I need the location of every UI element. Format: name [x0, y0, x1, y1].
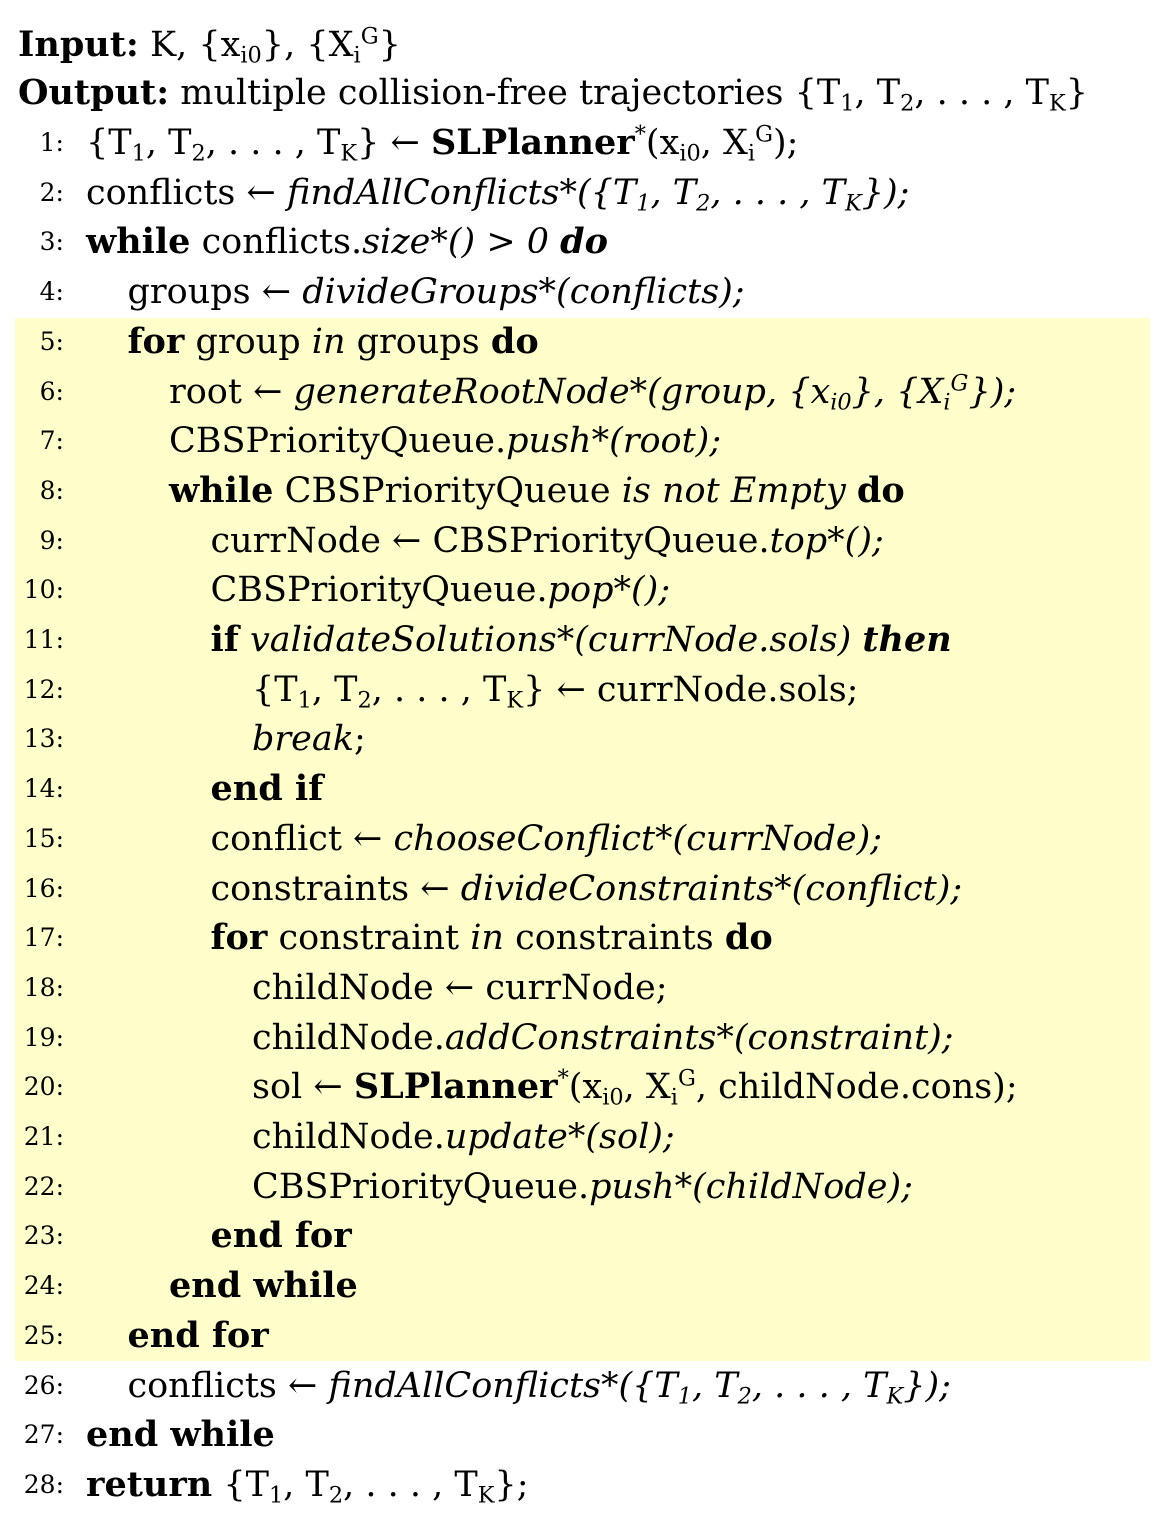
line-code: conflict ← chooseConflict*(currNode);	[210, 818, 883, 859]
algorithm-line: 7: CBSPriorityQueue.push*(root);	[0, 416, 1171, 466]
algorithm-line: 5: for group in groups do	[0, 317, 1171, 367]
line-number: 8:	[39, 475, 64, 505]
line-code: {T1, T2, . . . , TK} ← SLPlanner*(xi0, X…	[86, 121, 799, 167]
input-header: Input: K, {xi0}, {XiG}	[18, 20, 401, 70]
line-code: childNode.addConstraints*(constraint);	[252, 1017, 954, 1058]
line-code: end for	[210, 1215, 352, 1257]
line-code: end for	[127, 1314, 269, 1356]
line-number: 18:	[23, 972, 64, 1002]
line-code: CBSPriorityQueue.pop*();	[210, 570, 671, 611]
line-number: 16:	[23, 873, 64, 903]
algorithm-line: 22: CBSPriorityQueue.push*(childNode);	[0, 1162, 1171, 1212]
line-number: 28:	[23, 1469, 64, 1499]
line-number: 2:	[39, 177, 64, 207]
line-code: while CBSPriorityQueue is not Empty do	[169, 469, 905, 511]
line-code: for group in groups do	[127, 320, 539, 362]
line-number: 11:	[23, 625, 64, 654]
algorithm-line: 26: conflicts ← findAllConflicts*({T1, T2…	[0, 1361, 1171, 1411]
line-number: 23:	[23, 1221, 64, 1251]
line-code: break;	[252, 719, 366, 760]
line-code: childNode.update*(sol);	[252, 1117, 675, 1157]
algorithm-line: 25: end for	[0, 1311, 1171, 1361]
algorithm-line: 23: end for	[0, 1211, 1171, 1261]
line-number: 6:	[39, 376, 64, 406]
algorithm-line: 6: root ← generateRootNode*(group, {xi0},…	[0, 367, 1171, 417]
algorithm-line: 19: childNode.addConstraints*(constraint)…	[0, 1013, 1171, 1063]
output-label: Output:	[18, 72, 170, 113]
line-number: 27:	[23, 1420, 64, 1450]
algorithm-line: 21: childNode.update*(sol);	[0, 1112, 1171, 1162]
line-code: end while	[169, 1265, 358, 1307]
line-code: sol ← SLPlanner*(xi0, XiG, childNode.con…	[252, 1065, 1018, 1112]
algorithm-line: 8: while CBSPriorityQueue is not Empty do	[0, 466, 1171, 516]
line-code: while conflicts.size*() > 0 do	[86, 221, 608, 263]
algorithm-line: 3: while conflicts.size*() > 0 do	[0, 217, 1171, 267]
algorithm-line: 16: constraints ← divideConstraints*(conf…	[0, 864, 1171, 914]
line-number: 9:	[39, 525, 64, 555]
line-code: currNode ← CBSPriorityQueue.top*();	[210, 520, 884, 561]
line-code: constraints ← divideConstraints*(conflic…	[210, 868, 963, 909]
line-number: 14:	[23, 774, 64, 804]
line-number: 1:	[39, 128, 64, 157]
algorithm-line: 2: conflicts ← findAllConflicts*({T1, T2,…	[0, 168, 1171, 218]
line-number: 26:	[23, 1370, 64, 1400]
algorithm-line: 20: sol ← SLPlanner*(xi0, XiG, childNode.…	[0, 1062, 1171, 1112]
algorithm-line: 10: CBSPriorityQueue.pop*();	[0, 565, 1171, 615]
line-number: 5:	[39, 326, 64, 356]
algorithm-line: 4: groups ← divideGroups*(conflicts);	[0, 267, 1171, 317]
algorithm-line: 9: currNode ← CBSPriorityQueue.top*();	[0, 516, 1171, 566]
line-code: CBSPriorityQueue.push*(childNode);	[252, 1166, 913, 1207]
line-code: groups ← divideGroups*(conflicts);	[127, 272, 745, 313]
line-code: CBSPriorityQueue.push*(root);	[169, 421, 722, 462]
line-number: 25:	[23, 1320, 64, 1350]
line-code: conflicts ← findAllConflicts*({T1, T2, .…	[86, 172, 910, 217]
output-value: multiple collision-free trajectories {T1…	[180, 73, 1088, 117]
algorithm-line: 12: {T1, T2, . . . , TK} ← currNode.sols;	[0, 665, 1171, 715]
algorithm-line: 1: {T1, T2, . . . , TK} ← SLPlanner*(xi0,…	[0, 118, 1171, 168]
input-value: K, {xi0}, {XiG}	[149, 23, 401, 69]
line-number: 24:	[23, 1271, 64, 1301]
algorithm-line: 11: if validateSolutions*(currNode.sols) …	[0, 615, 1171, 665]
algorithm-line: 28: return {T1, T2, . . . , TK};	[0, 1460, 1171, 1510]
line-number: 7:	[39, 426, 64, 456]
algorithm-line: 15: conflict ← chooseConflict*(currNode);	[0, 814, 1171, 864]
line-code: conflicts ← findAllConflicts*({T1, T2, .…	[127, 1365, 951, 1410]
line-number: 15:	[23, 823, 64, 853]
line-number: 10:	[23, 575, 64, 605]
highlighted-region	[15, 317, 1150, 1362]
line-code: root ← generateRootNode*(group, {xi0}, {…	[169, 370, 1017, 416]
algorithm-line: 24: end while	[0, 1261, 1171, 1311]
line-code: {T1, T2, . . . , TK} ← currNode.sols;	[252, 669, 859, 714]
algorithm-line: 13: break;	[0, 714, 1171, 764]
line-number: 12:	[23, 674, 64, 704]
line-code: end while	[86, 1414, 275, 1456]
line-number: 19:	[23, 1022, 64, 1052]
line-code: end if	[210, 768, 324, 810]
input-label: Input:	[18, 24, 139, 65]
line-number: 21:	[23, 1122, 64, 1151]
line-number: 20:	[23, 1072, 64, 1102]
line-number: 13:	[23, 724, 64, 754]
line-code: for constraint in constraints do	[210, 917, 773, 959]
line-code: return {T1, T2, . . . , TK};	[86, 1463, 529, 1509]
line-code: if validateSolutions*(currNode.sols) the…	[210, 619, 952, 660]
line-code: childNode ← currNode;	[252, 967, 668, 1008]
line-number: 4:	[39, 277, 64, 307]
line-number: 3:	[39, 227, 64, 257]
algorithm-line: 27: end while	[0, 1410, 1171, 1460]
output-header: Output: multiple collision-free trajecto…	[18, 68, 1088, 118]
algorithm-line: 18: childNode ← currNode;	[0, 963, 1171, 1013]
algorithm-line: 17: for constraint in constraints do	[0, 913, 1171, 963]
line-number: 22:	[23, 1171, 64, 1201]
line-number: 17:	[23, 923, 64, 953]
algorithm-line: 14: end if	[0, 764, 1171, 814]
